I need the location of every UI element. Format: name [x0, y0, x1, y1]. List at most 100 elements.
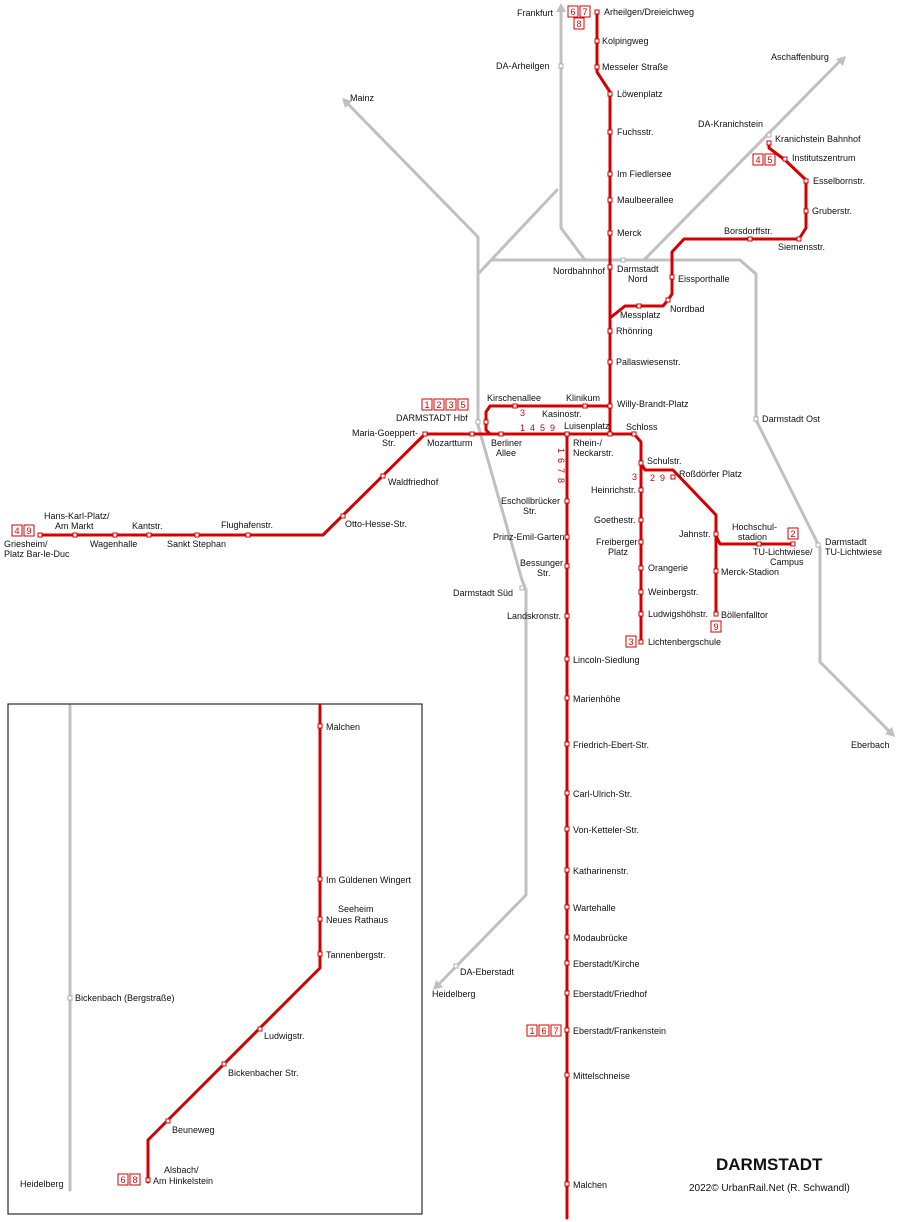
stop-arheilgen[interactable] [594, 9, 600, 15]
stop-carl-ulrich[interactable] [564, 790, 570, 796]
rail-label-kranichstein: DA-Kranichstein [698, 119, 763, 129]
stop-siemensstr[interactable] [796, 236, 802, 242]
rail-stop-hbf[interactable] [475, 419, 481, 425]
inset-label-seeheim-2: Neues Rathaus [326, 915, 389, 925]
rail-stop-kranichstein[interactable] [766, 132, 772, 138]
stop-lincoln[interactable] [564, 656, 570, 662]
stop-goethestr[interactable] [638, 517, 644, 523]
stop-jahnstr[interactable] [713, 531, 719, 537]
stop-kasinostr[interactable] [483, 419, 489, 425]
rail-stop-nordbahnhof[interactable] [620, 257, 626, 263]
stop-boellenfalltor[interactable] [713, 611, 719, 617]
stop-sankt-stephan[interactable] [194, 532, 200, 538]
stop-marienhoehe[interactable] [564, 695, 570, 701]
stop-heinrichstr[interactable] [638, 487, 644, 493]
tram-north-trunk [595, 10, 612, 436]
stop-von-ketteler[interactable] [564, 826, 570, 832]
stop-modau[interactable] [564, 934, 570, 940]
rail-stop-bickenbach[interactable] [67, 995, 73, 1001]
stop-freiberger[interactable] [638, 539, 644, 545]
stop-lichtenberg[interactable] [638, 639, 644, 645]
stop-fiedlersee[interactable] [607, 171, 613, 177]
stop-kranichstein-bf[interactable] [766, 140, 772, 146]
stop-malchen[interactable] [564, 1181, 570, 1187]
stop-hochschulstadion[interactable] [756, 541, 762, 547]
stop-inset-beuneweg[interactable] [165, 1118, 171, 1124]
stop-eschollbruecker[interactable] [564, 498, 570, 504]
route-label-kasino-3: 3 [520, 408, 525, 418]
stop-mozartturm[interactable] [469, 431, 475, 437]
stop-wartehalle[interactable] [564, 904, 570, 910]
stop-esselborn[interactable] [803, 178, 809, 184]
stop-ludwigshoeh[interactable] [638, 611, 644, 617]
inset-label-ludwigstr: Ludwigstr. [264, 1031, 305, 1041]
stop-eberstadt-frankenstein[interactable] [564, 1027, 570, 1033]
stop-inset-bickenbacher[interactable] [221, 1061, 227, 1067]
label-kolpingweg: Kolpingweg [602, 36, 649, 46]
stop-inset-malchen[interactable] [317, 723, 323, 729]
stop-rhoenring[interactable] [607, 328, 613, 334]
stop-merck-stadion[interactable] [713, 568, 719, 574]
stop-schulstr[interactable] [638, 460, 644, 466]
dest-eberbach: Eberbach [851, 740, 890, 750]
rail-stop-eberstadt[interactable] [453, 963, 459, 969]
stop-flughafenstr[interactable] [245, 532, 251, 538]
stop-friedrich-ebert[interactable] [564, 741, 570, 747]
stop-inset-seeheim[interactable] [317, 916, 323, 922]
stop-berliner-allee[interactable] [498, 431, 504, 437]
dest-heidelberg-inset: Heidelberg [20, 1179, 64, 1189]
stop-griesheim[interactable] [37, 532, 43, 538]
stop-mittelschneise[interactable] [564, 1072, 570, 1078]
stop-luisenplatz[interactable] [607, 431, 613, 437]
stop-rhein-neckar[interactable] [564, 431, 570, 437]
tram-lichtwiese-branch [714, 534, 795, 546]
stop-kantstr[interactable] [146, 532, 152, 538]
stop-borsdorff[interactable] [747, 236, 753, 242]
stop-inset-gueldenen[interactable] [317, 876, 323, 882]
inset-station-labels: Malchen Im Güldenen Wingert Seeheim Neue… [153, 722, 412, 1186]
stop-waldfriedhof[interactable] [380, 473, 386, 479]
stop-merck[interactable] [607, 230, 613, 236]
stop-institutszentrum[interactable] [782, 156, 788, 162]
stop-landskron[interactable] [564, 613, 570, 619]
stop-messplatz[interactable] [636, 303, 642, 309]
stop-katharinen[interactable] [564, 867, 570, 873]
stop-inset-alsbach[interactable] [145, 1177, 151, 1183]
stop-eberstadt-friedhof[interactable] [564, 990, 570, 996]
stop-gruberstr[interactable] [803, 208, 809, 214]
stop-prinz-emil[interactable] [564, 534, 570, 540]
stop-loewenplatz[interactable] [607, 91, 613, 97]
label-rossdoerfer: Roßdörfer Platz [679, 469, 743, 479]
stop-maulbeerallee[interactable] [607, 197, 613, 203]
stop-bessunger[interactable] [564, 563, 570, 569]
stop-weinbergstr[interactable] [638, 589, 644, 595]
stop-inset-tannenberg[interactable] [317, 951, 323, 957]
stop-wagenhalle[interactable] [112, 532, 118, 538]
stop-eissporthalle[interactable] [669, 274, 675, 280]
stop-messeler[interactable] [594, 64, 600, 70]
stop-hans-karl[interactable] [72, 532, 78, 538]
stop-pallaswiesen[interactable] [607, 359, 613, 365]
stop-eberstadt-kirche[interactable] [564, 960, 570, 966]
stop-kirschenallee[interactable] [512, 403, 518, 409]
stop-orangerie[interactable] [638, 565, 644, 571]
stop-nordbad[interactable] [665, 297, 671, 303]
stop-maria-goeppert[interactable] [422, 431, 428, 437]
stop-schloss[interactable] [631, 431, 637, 437]
stop-inset-ludwigstr[interactable] [257, 1026, 263, 1032]
badge-arheilgen-6: 6 [570, 7, 575, 17]
label-sankt-stephan: Sankt Stephan [167, 539, 226, 549]
rail-stop-sued[interactable] [519, 585, 525, 591]
stop-klinikum[interactable] [582, 403, 588, 409]
stop-rossdoerfer[interactable] [670, 474, 676, 480]
rail-stop-arheilgen[interactable] [558, 63, 564, 69]
rail-stop-tu-lichtwiese[interactable] [815, 542, 821, 548]
label-malchen: Malchen [573, 1180, 607, 1190]
stop-otto-hesse[interactable] [340, 513, 346, 519]
rail-stop-ost[interactable] [753, 416, 759, 422]
stop-tu-campus[interactable] [790, 541, 796, 547]
stop-fuchsstr[interactable] [607, 129, 613, 135]
stop-darmstadt-nord[interactable] [607, 264, 613, 270]
stop-willy-brandt[interactable] [607, 403, 613, 409]
stop-kolpingweg[interactable] [594, 38, 600, 44]
